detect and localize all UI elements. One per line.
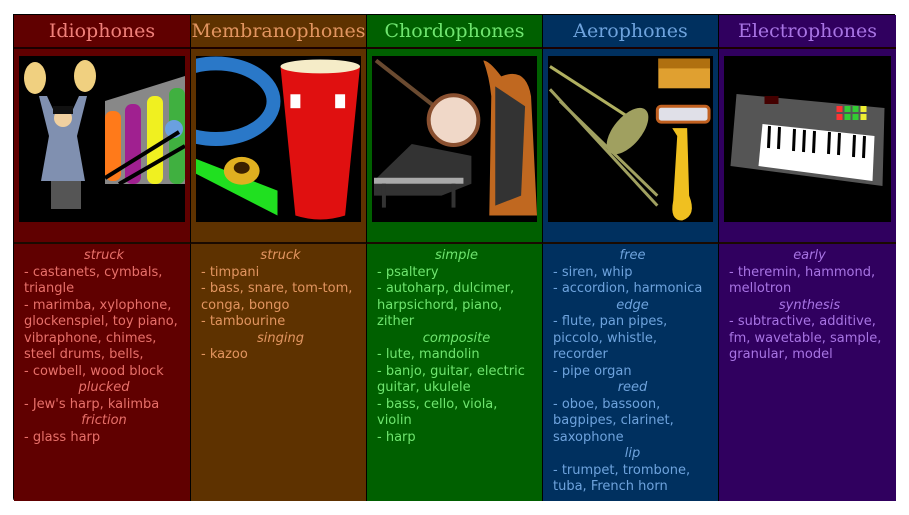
banjo-piano-harp-image xyxy=(372,56,537,222)
subcategory-label: edge xyxy=(616,297,649,313)
cymbal-player-icon xyxy=(24,60,185,209)
conga-drum-icon xyxy=(196,56,361,220)
header-electrophones: Electrophones xyxy=(719,15,896,49)
instrument-list-item: - timpani xyxy=(201,264,260,280)
subcategory-label: struck xyxy=(83,248,125,263)
instrument-list-item: - theremin, hammond, mellotron xyxy=(729,264,876,297)
text-cell-aerophones: free - siren, whip - accordion, harmonic… xyxy=(543,244,719,501)
instrument-list-item: - flute, pan pipes, piccolo, whistle, re… xyxy=(553,314,668,362)
subcategory-label: singing xyxy=(257,330,304,346)
header-chordophones: Chordophones xyxy=(367,15,543,49)
text-cell-electrophones: early - theremin, hammond, mellotron syn… xyxy=(719,244,896,501)
instrument-list-item: - pipe organ xyxy=(553,363,632,379)
image-cell-idiophones xyxy=(14,49,191,244)
tambourine-kazoo-conga-image xyxy=(196,56,361,222)
instrument-list-item: - bass, cello, viola, violin xyxy=(377,396,498,429)
header-label: Idiophones xyxy=(48,20,156,42)
midi-keyboard-image xyxy=(724,56,891,222)
text-cell-membranophones: struck - timpani - bass, snare, tom-tom,… xyxy=(191,244,367,501)
trombone-panpipes-saxophone-image xyxy=(548,56,713,222)
subcategory-label: plucked xyxy=(78,380,130,395)
instrument-classification-table: Idiophones Membranophones Chordophones A… xyxy=(13,14,896,501)
instrument-list-item: - glass harp xyxy=(24,429,101,445)
instrument-list-item: - accordion, harmonica xyxy=(553,281,703,296)
subcategory-label: friction xyxy=(81,413,127,428)
harp-icon xyxy=(373,58,537,216)
subcategory-label: free xyxy=(619,248,646,263)
subcategory-label: composite xyxy=(422,330,491,346)
instrument-list-item: - siren, whip xyxy=(553,264,633,280)
subcategory-label: early xyxy=(793,248,826,263)
instrument-list-item: - marimba, xylophone, glockenspiel, toy … xyxy=(24,297,178,363)
image-cell-chordophones xyxy=(367,49,543,244)
header-label: Electrophones xyxy=(737,20,878,42)
cymbals-xylophone-image xyxy=(19,56,185,222)
instrument-list-item: - lute, mandolin xyxy=(377,347,480,362)
instrument-list-item: - castanets, cymbals, triangle xyxy=(24,264,163,297)
instrument-list-item: - subtractive, additive, fm, wavetable, … xyxy=(729,314,882,362)
subcategory-label: reed xyxy=(617,380,648,395)
keyboard-controller-icon xyxy=(730,94,885,186)
instrument-list-item: - banjo, guitar, electric guitar, ukulel… xyxy=(377,363,525,396)
instrument-list-item: - cowbell, wood block xyxy=(24,363,164,379)
instrument-list-item: - psaltery xyxy=(377,264,439,280)
instrument-list-item: - kazoo xyxy=(201,347,248,362)
instrument-list-item: - tambourine xyxy=(201,314,286,329)
text-cell-idiophones: struck - castanets, cymbals, triangle - … xyxy=(14,244,191,501)
subcategory-label: lip xyxy=(624,446,641,461)
image-cell-membranophones xyxy=(191,49,367,244)
instrument-list-item: - autoharp, dulcimer, harpsichord, piano… xyxy=(377,281,515,329)
trombone-icon xyxy=(548,58,711,221)
header-membranophones: Membranophones xyxy=(191,15,367,49)
header-label: Chordophones xyxy=(384,20,525,42)
instrument-list-item: - Jew's harp, kalimba xyxy=(24,396,160,412)
instrument-list-item: - oboe, bassoon, bagpipes, clarinet, sax… xyxy=(553,396,674,445)
text-cell-chordophones: simple - psaltery - autoharp, dulcimer, … xyxy=(367,244,543,501)
header-aerophones: Aerophones xyxy=(543,15,719,49)
header-idiophones: Idiophones xyxy=(14,15,191,49)
subcategory-label: synthesis xyxy=(778,297,841,313)
subcategory-label: simple xyxy=(435,248,478,263)
instrument-list-item: - trumpet, trombone, tuba, French horn xyxy=(553,462,691,495)
image-cell-electrophones xyxy=(719,49,896,244)
header-label: Aerophones xyxy=(573,20,688,42)
image-cell-aerophones xyxy=(543,49,719,244)
subcategory-label: struck xyxy=(260,248,301,263)
instrument-list-item: - harp xyxy=(377,429,416,445)
instrument-list-item: - bass, snare, tom-tom, conga, bongo xyxy=(201,281,353,313)
header-label: Membranophones xyxy=(191,20,366,42)
